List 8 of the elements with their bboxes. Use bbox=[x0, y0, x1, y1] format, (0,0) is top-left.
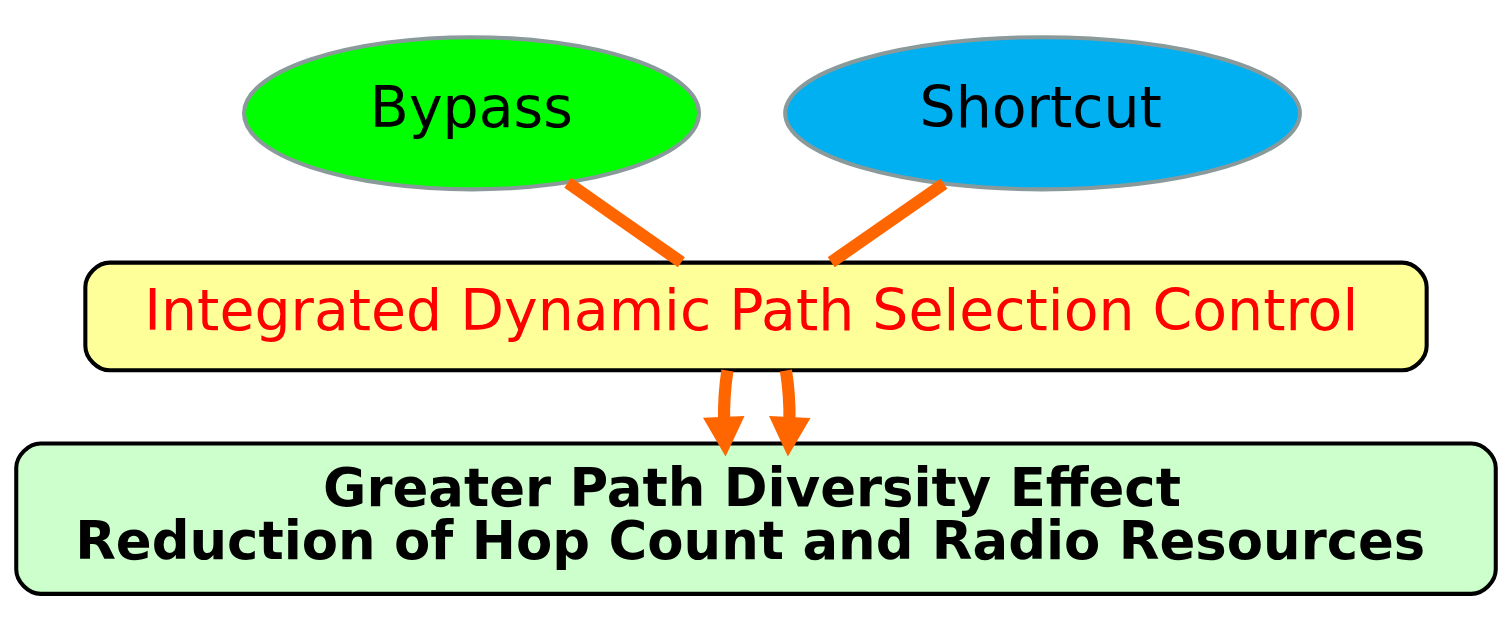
connector bbox=[827, 178, 948, 268]
arrow bbox=[703, 369, 745, 457]
node-box: Integrated Dynamic Path Selection Control bbox=[83, 260, 1429, 373]
node-box: Greater Path Diversity Effect Reduction of Hop Count and Radio Resources bbox=[14, 441, 1498, 596]
node-ellipse: Shortcut bbox=[783, 35, 1302, 192]
arrow bbox=[769, 369, 811, 457]
node-ellipse: Bypass bbox=[241, 35, 701, 192]
connector bbox=[564, 177, 685, 268]
